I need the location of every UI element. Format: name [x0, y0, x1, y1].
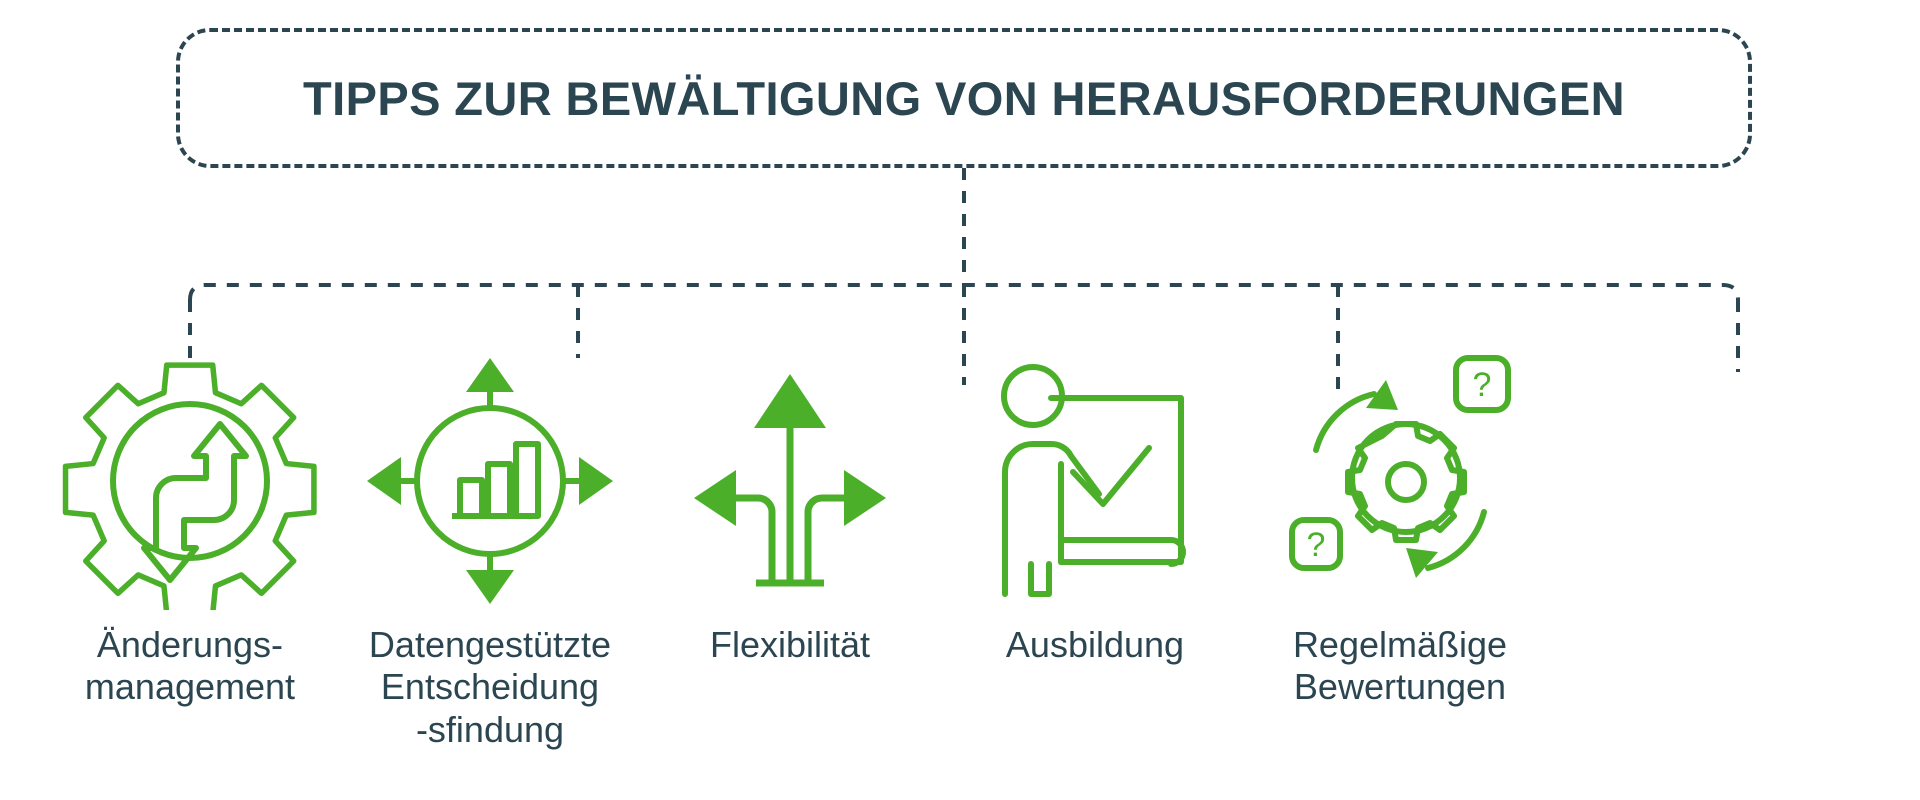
title-box: TIPPS ZUR BEWÄLTIGUNG VON HERAUSFORDERUN…: [176, 28, 1752, 168]
item-label-1: Änderungs- management: [84, 624, 296, 708]
item-label-2: Datengestützte Entscheidung -sfindung: [368, 624, 612, 750]
chart-bar-3: [513, 441, 541, 519]
arrow-head-right: [579, 457, 613, 505]
question-box-bottom: [1289, 517, 1343, 571]
item-label-4: Ausbildung: [1005, 624, 1185, 665]
item-column-1: Änderungs- management: [40, 352, 340, 709]
item-column-4: Ausbildung: [945, 352, 1245, 666]
trainer-leg-right: [1028, 561, 1052, 597]
change-arrow-up: [153, 421, 249, 543]
flex-arrow-head-up: [754, 374, 826, 428]
question-mark-top: ?: [1473, 366, 1492, 404]
page-title: TIPPS ZUR BEWÄLTIGUNG VON HERAUSFORDERUN…: [303, 71, 1625, 125]
review-gear-teeth: [1345, 421, 1467, 543]
arrow-head-down: [466, 570, 514, 604]
review-arrow-head-top: [1366, 380, 1398, 410]
whiteboard-lip: [1058, 537, 1186, 567]
gear-question-marks-cycle-icon: ? ?: [1270, 352, 1530, 610]
item-column-2: Datengestützte Entscheidung -sfindung: [340, 352, 640, 751]
chart-bar-1: [457, 477, 485, 519]
flex-right-branch: [804, 494, 848, 580]
arrow-head-up: [466, 358, 514, 392]
chart-bar-2: [485, 461, 513, 519]
flex-arrow-head-left: [694, 470, 736, 526]
review-cycle-arc-top: [1313, 391, 1377, 453]
trainer-whiteboard-checkmark-icon: [965, 352, 1225, 610]
review-cycle-arc-bottom: [1425, 509, 1487, 571]
review-gear-hub: [1385, 461, 1427, 503]
connector-bus: [188, 283, 1740, 301]
change-arrow-down: [141, 537, 199, 583]
three-way-arrow-flexibility-icon: [660, 352, 920, 610]
bar-chart-circle-four-arrows-icon: [360, 352, 620, 610]
trainer-torso-and-arm: [1002, 441, 1102, 571]
review-arrow-head-bottom: [1406, 548, 1438, 578]
gear-outline: [62, 362, 317, 610]
item-column-5: ? ? Regelmäßige Bewertungen: [1250, 352, 1550, 709]
whiteboard-frame: [1048, 395, 1184, 565]
item-column-3: Flexibilität: [640, 352, 940, 666]
item-label-5: Regelmäßige Bewertungen: [1292, 624, 1508, 708]
question-mark-bottom: ?: [1307, 526, 1326, 564]
whiteboard-checkmark: [1070, 445, 1152, 507]
flex-left-branch: [732, 494, 776, 580]
flex-arrow-head-right: [844, 470, 886, 526]
item-label-3: Flexibilität: [709, 624, 871, 665]
question-box-top: [1453, 355, 1511, 413]
gear-change-arrows-icon: [60, 352, 320, 610]
arrow-head-left: [367, 457, 401, 505]
